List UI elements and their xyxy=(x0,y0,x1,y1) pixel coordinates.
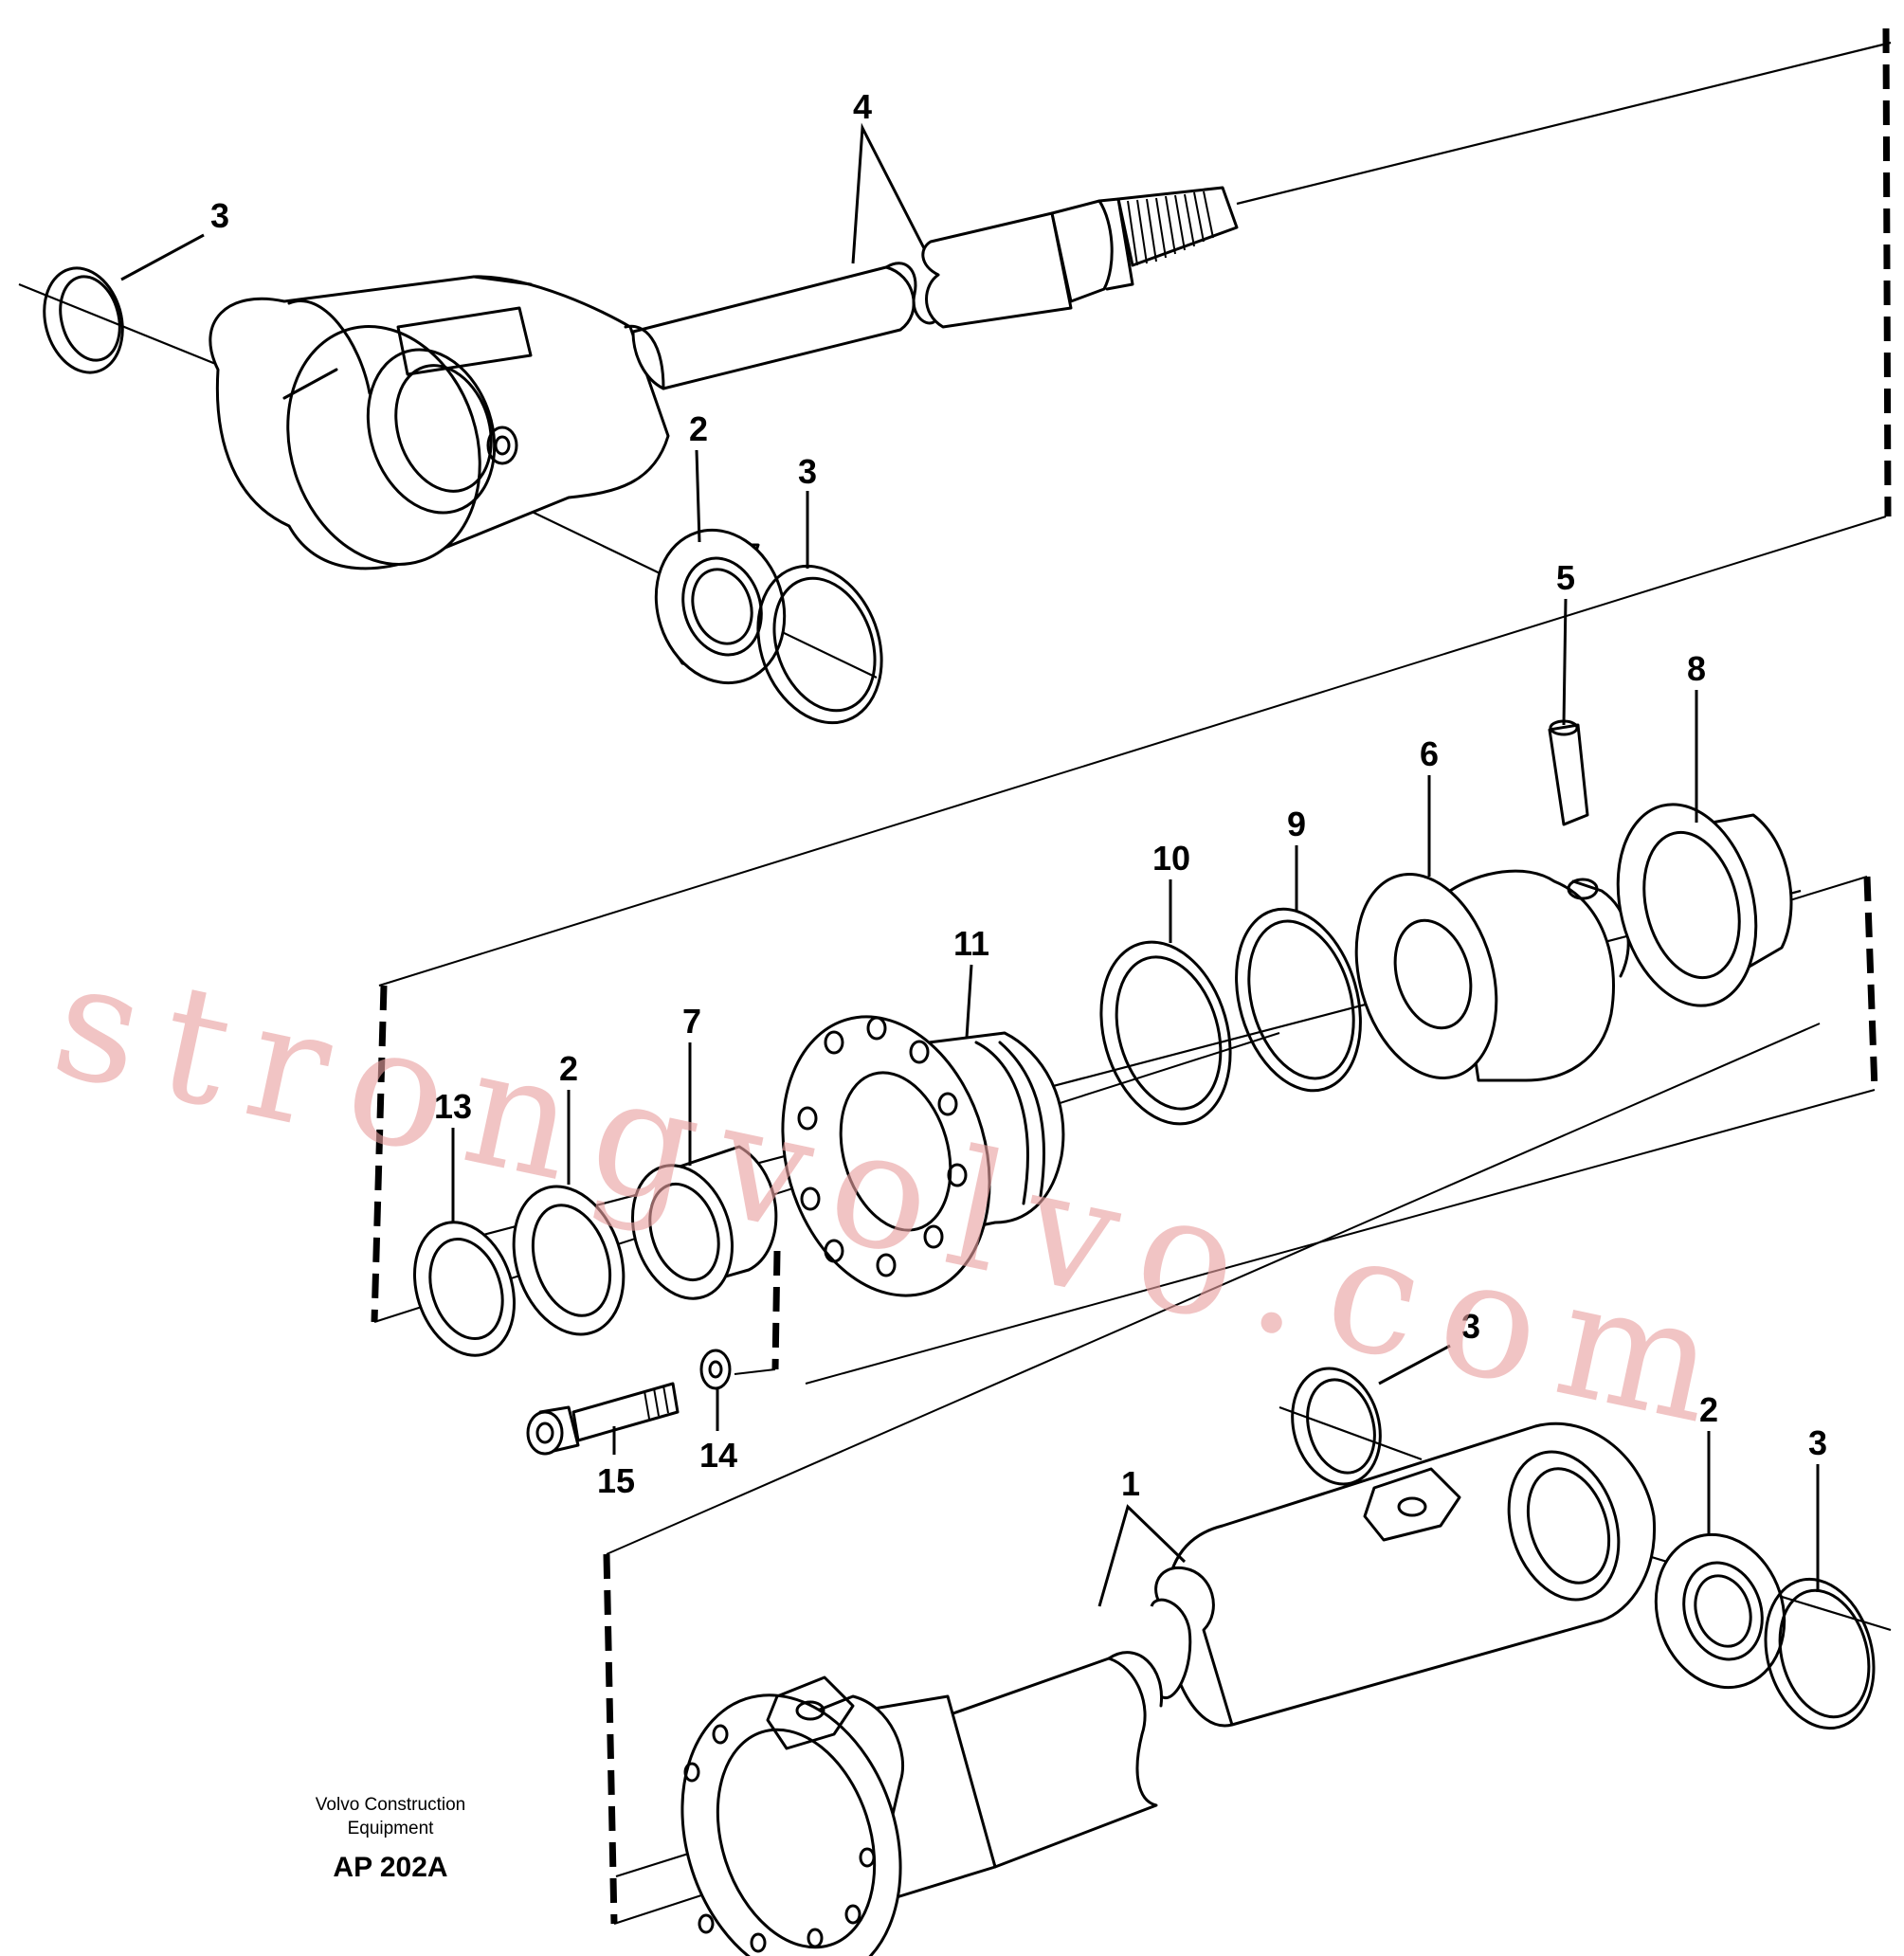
screw-and-washer xyxy=(526,1349,732,1456)
callout-3-top-right: 3 xyxy=(798,452,817,491)
hex-socket-screw xyxy=(526,1382,680,1456)
bushing xyxy=(630,1145,778,1300)
spherical-bearing-bottom xyxy=(1654,1532,1786,1690)
callout-3-top-left: 3 xyxy=(210,196,229,235)
locking-pin xyxy=(1548,719,1599,900)
circlip-top-right xyxy=(756,564,883,725)
callout-15: 15 xyxy=(597,1461,635,1500)
piston xyxy=(1354,869,1630,1082)
washer xyxy=(699,1349,732,1390)
callout-5: 5 xyxy=(1556,558,1575,597)
circlip-bottom-right xyxy=(1764,1577,1876,1730)
credit-line-2: Equipment xyxy=(348,1819,435,1838)
credit-line-1: Volvo Construction xyxy=(316,1795,465,1815)
leader-lines xyxy=(120,122,1820,1607)
spherical-bearing-top xyxy=(654,528,787,685)
callout-7: 7 xyxy=(682,1002,701,1041)
piston-gland-row xyxy=(412,719,1802,1357)
cylinder-head xyxy=(781,1015,1065,1297)
cylinder-tube xyxy=(680,1422,1657,1956)
callout-2-middle: 2 xyxy=(559,1049,578,1088)
circlip-bottom-left xyxy=(1291,1367,1382,1486)
seal-ring-10 xyxy=(1099,940,1232,1126)
callout-4: 4 xyxy=(853,87,872,126)
callout-9: 9 xyxy=(1287,805,1306,843)
callout-6: 6 xyxy=(1420,734,1439,773)
callout-3-bottom-right: 3 xyxy=(1808,1423,1827,1462)
callout-1: 1 xyxy=(1121,1464,1140,1503)
callout-2-bottom: 2 xyxy=(1699,1390,1718,1429)
callout-3-bottom-left: 3 xyxy=(1461,1307,1480,1346)
callout-11: 11 xyxy=(953,924,989,963)
piston-nut xyxy=(1616,803,1793,1007)
rod-eye xyxy=(209,275,670,570)
bolt-holes xyxy=(797,1016,968,1277)
callout-2-top: 2 xyxy=(689,409,708,448)
wiper-ring xyxy=(412,1221,517,1357)
callout-13: 13 xyxy=(434,1087,472,1126)
callout-10: 10 xyxy=(1152,839,1190,878)
piston-rod-assembly xyxy=(18,41,1892,725)
seal-ring-9 xyxy=(1235,907,1362,1093)
drawing-code: AP 202A xyxy=(333,1852,447,1883)
guide-ring-middle xyxy=(512,1185,626,1336)
callout-14: 14 xyxy=(699,1436,737,1475)
credit-block: Volvo Construction Equipment AP 202A xyxy=(316,1795,465,1883)
circlip-top-left xyxy=(43,266,124,374)
callout-numbers: 4 3 2 3 5 8 6 9 10 11 7 2 13 15 14 3 1 2… xyxy=(210,87,1827,1503)
piston-rod xyxy=(624,41,1892,390)
front-bolt-holes xyxy=(683,1724,876,1953)
callout-8: 8 xyxy=(1687,649,1706,688)
cylinder-tube-assembly xyxy=(615,1367,1892,1956)
